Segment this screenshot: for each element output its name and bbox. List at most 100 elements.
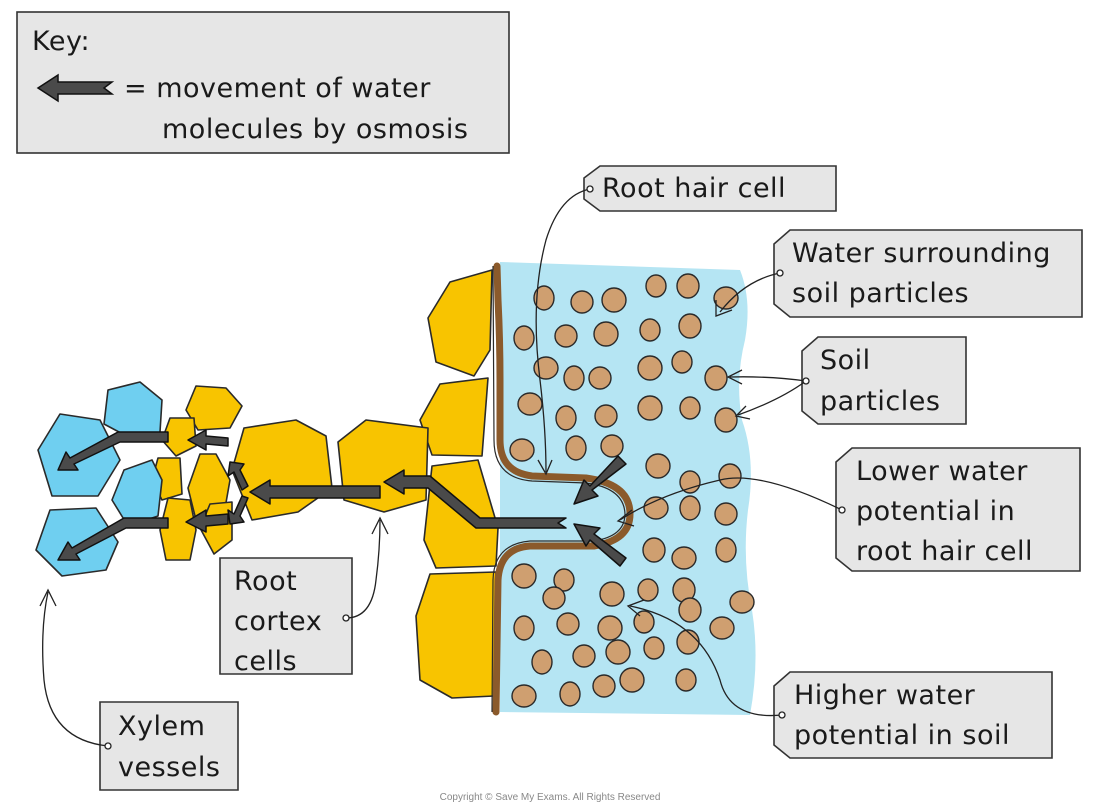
label-root-cortex-cells: Root cortex cells — [219, 516, 389, 677]
soil-particle — [671, 350, 693, 374]
soil-particle — [570, 290, 594, 314]
cortex-cell — [419, 377, 489, 457]
soil-particle — [718, 463, 742, 489]
soil-particle — [600, 434, 624, 458]
soil-particle — [633, 610, 655, 634]
label-xylem-line2: vessels — [118, 752, 220, 783]
root-hair-cell-outline — [491, 265, 626, 713]
arrow-to-xylem-lower-a — [185, 509, 229, 533]
xylem-cell — [111, 459, 163, 527]
soil-particle — [642, 537, 666, 563]
soil-particle — [675, 668, 697, 692]
label-higher-line1: Higher water — [794, 680, 976, 711]
cortex-cell — [415, 571, 497, 699]
arrow-branch-down — [227, 495, 249, 525]
soil-particle — [729, 590, 755, 614]
arrow-to-xylem-upper-b — [57, 431, 169, 471]
label-water-surrounding: Water surrounding soil particles — [715, 229, 1083, 318]
soil-particle — [645, 274, 667, 298]
xylem-cell — [35, 507, 119, 577]
soil-particle — [592, 674, 616, 698]
soil-particle — [643, 496, 669, 520]
soil-particle — [645, 453, 671, 479]
label-water-line1: Water surrounding — [792, 238, 1051, 269]
arrow-soil-to-root-hair-2 — [573, 523, 627, 567]
label-lower-line3: root hair cell — [856, 536, 1033, 567]
soil-particle — [563, 365, 585, 391]
soil-particle — [533, 285, 555, 311]
soil-particle — [593, 321, 619, 347]
soil-particle — [565, 435, 587, 461]
label-soil-particles: Soil particles — [726, 336, 967, 425]
label-lower-line2: potential in — [856, 496, 1015, 527]
soil-particle — [704, 365, 728, 391]
arrow-cortex-to-cortex — [249, 479, 381, 505]
arrow-to-xylem-upper-a — [187, 429, 229, 451]
label-water-line2: soil particles — [792, 278, 969, 309]
label-xylem-line1: Xylem — [118, 711, 205, 742]
soil-particle — [594, 404, 618, 428]
arrow-root-hair-to-cortex — [383, 469, 567, 529]
soil-particle — [572, 644, 596, 668]
soil-particle — [678, 597, 702, 623]
cortex-cell — [185, 385, 243, 431]
soil-particle — [533, 356, 559, 380]
soil-particle — [556, 612, 580, 636]
arrow-to-xylem-lower-b — [57, 517, 169, 561]
key-line-2: molecules by osmosis — [162, 114, 468, 145]
soil-particle — [619, 667, 645, 693]
cortex-cell — [159, 497, 197, 561]
soil-particle — [542, 586, 566, 610]
label-soil-line2: particles — [820, 386, 940, 417]
soil-particle — [553, 568, 575, 592]
label-soil-line1: Soil — [820, 345, 871, 376]
label-xylem-vessels: Xylem vessels — [39, 588, 239, 791]
soil-particle — [531, 649, 553, 675]
label-lower-line1: Lower water — [856, 456, 1028, 487]
cortex-cell — [427, 269, 493, 377]
soil-particle — [588, 366, 612, 390]
label-root-hair-cell: Root hair cell — [535, 165, 837, 476]
soil-particle — [513, 615, 535, 641]
label-root-hair-cell-text: Root hair cell — [602, 173, 786, 204]
soil-particle — [605, 639, 631, 665]
arrow-soil-to-root-hair-1 — [573, 455, 627, 505]
soil-particle — [679, 495, 701, 521]
soil-particle — [678, 313, 702, 339]
soil-particle — [709, 616, 735, 640]
key-title: Key: — [32, 26, 90, 57]
soil-particle — [637, 395, 663, 421]
soil-particle — [671, 546, 697, 570]
copyright-notice: Copyright © Save My Exams. All Rights Re… — [440, 792, 661, 803]
soil-particle — [517, 392, 543, 416]
label-cortex-line2: cortex — [234, 606, 322, 637]
key-arrow-icon — [36, 73, 115, 103]
soil-particles — [509, 273, 755, 708]
soil-particle — [637, 355, 663, 381]
soil-particle — [676, 273, 700, 299]
soil-particle — [513, 325, 535, 351]
soil-particle — [555, 405, 577, 431]
label-cortex-line1: Root — [234, 566, 297, 597]
arrow-branch-up — [227, 461, 249, 491]
key-box: Key: = movement of water molecules by os… — [16, 11, 510, 154]
soil-particle — [679, 396, 701, 420]
soil-particle — [601, 287, 627, 313]
soil-particle — [554, 324, 578, 348]
osmosis-arrows — [57, 429, 627, 567]
xylem-vessels — [35, 381, 163, 577]
soil-particle — [637, 578, 659, 602]
label-higher-water-potential: Higher water potential in soil — [626, 599, 1053, 759]
soil-particle — [509, 438, 535, 462]
soil-particle — [679, 470, 701, 494]
label-cortex-line3: cells — [234, 646, 297, 677]
soil-particle — [511, 563, 537, 589]
soil-particle — [599, 581, 625, 607]
cortex-cell — [231, 419, 333, 521]
soil-particle — [714, 407, 738, 433]
soil-particle — [713, 286, 739, 310]
root-hair-cell-wall — [492, 262, 634, 716]
soil-particle — [559, 681, 581, 707]
soil-particle — [714, 502, 738, 526]
soil-particle — [676, 629, 700, 655]
